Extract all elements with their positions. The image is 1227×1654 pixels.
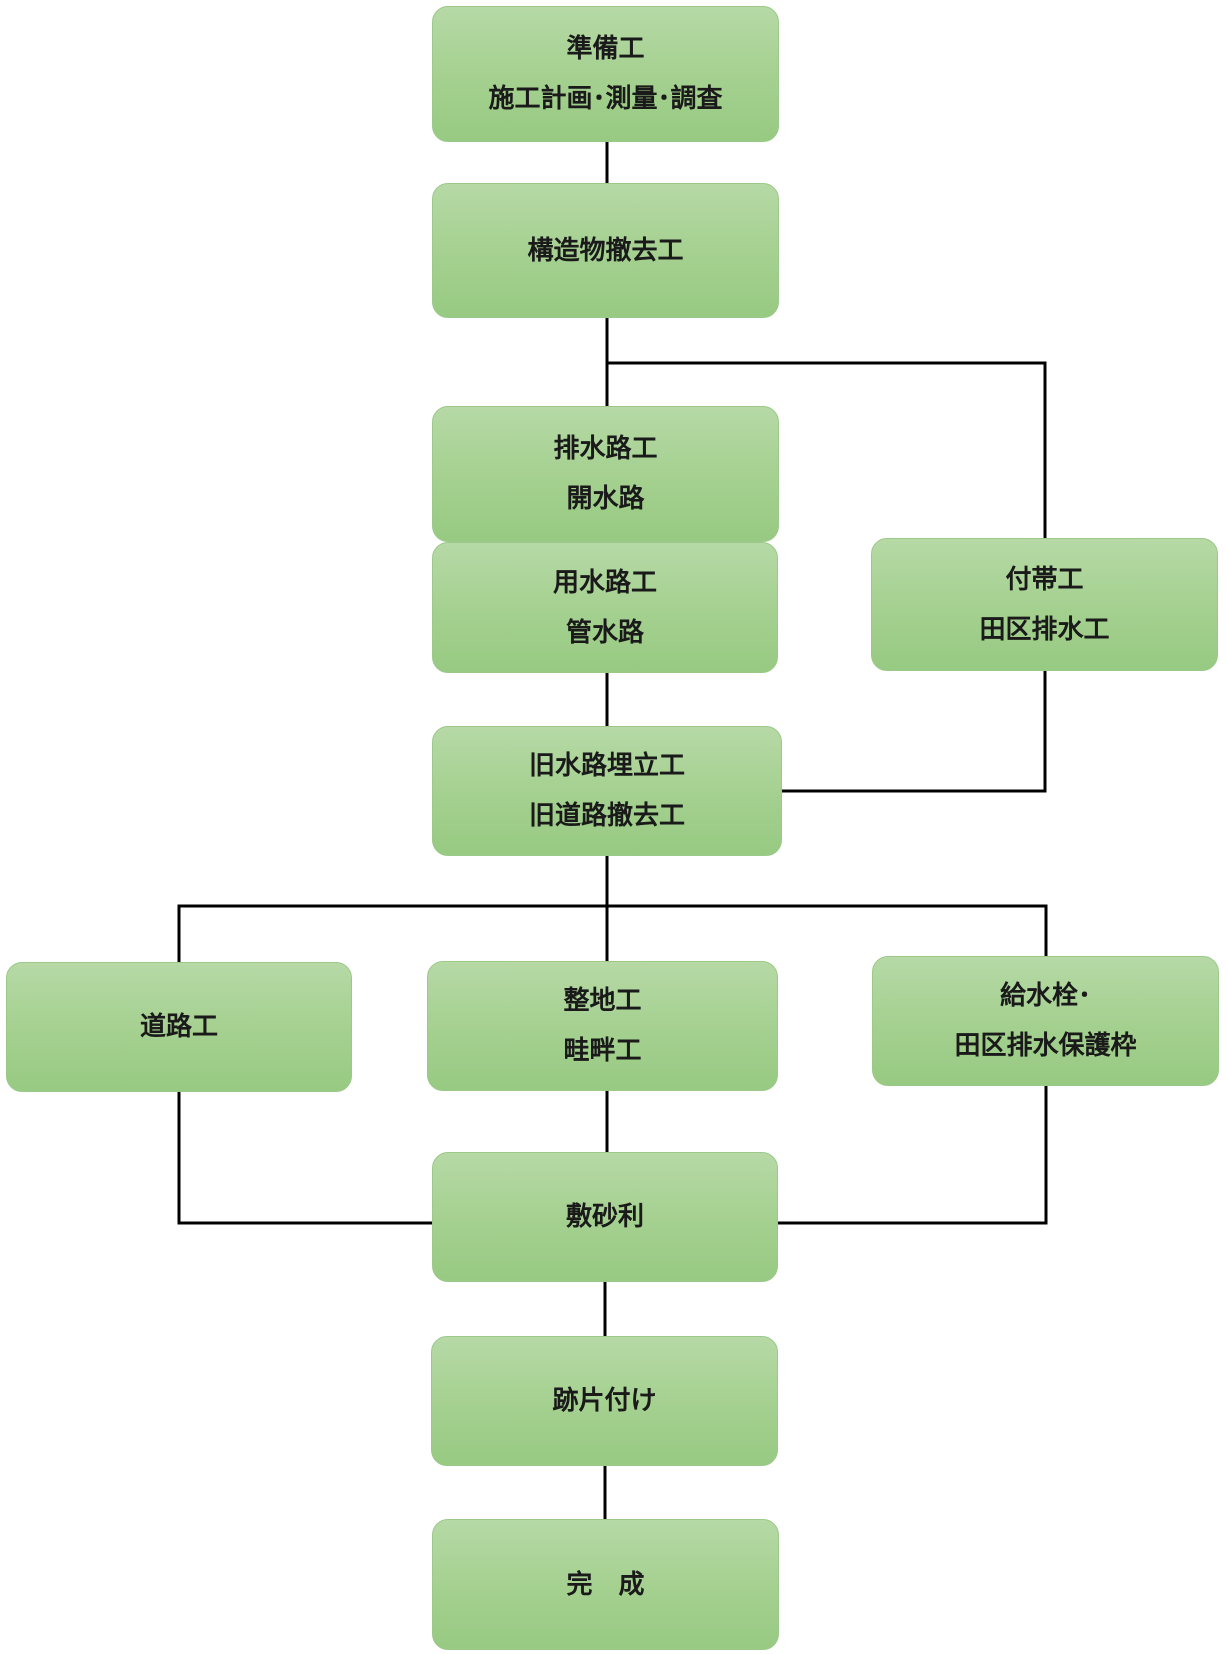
node-drainage-channel-title: 排水路工 <box>553 434 658 464</box>
node-old-channel-fill: 旧水路埋立工 旧道路撤去工 <box>432 726 782 856</box>
node-ancillary-work: 付帯工 田区排水工 <box>871 538 1218 671</box>
node-irrigation-channel-title: 用水路工 <box>552 567 657 598</box>
node-road-work: 道路工 <box>6 962 352 1092</box>
node-ancillary-work-title: 付帯工 <box>1005 564 1084 595</box>
node-irrigation-channel: 用水路工 管水路 <box>432 542 778 673</box>
node-structure-demolition-title: 構造物撤去工 <box>527 235 684 266</box>
node-land-leveling-title: 整地工 <box>563 986 642 1016</box>
node-old-channel-fill-detail: 旧道路撤去工 <box>528 801 685 831</box>
connector-branch-ancillary <box>607 361 1047 538</box>
node-hydrant-protection: 給水栓･ 田区排水保護枠 <box>872 956 1219 1086</box>
node-old-channel-fill-title: 旧水路埋立工 <box>528 751 685 781</box>
node-drainage-channel-detail: 開水路 <box>566 484 645 514</box>
node-completion-title: 完 成 <box>566 1569 645 1600</box>
node-structure-demolition: 構造物撤去工 <box>432 183 779 318</box>
node-ancillary-work-detail: 田区排水工 <box>979 614 1110 645</box>
node-land-leveling: 整地工 畦畔工 <box>427 961 778 1091</box>
node-gravel-spreading: 敷砂利 <box>432 1152 778 1282</box>
node-preparation-title: 準備工 <box>566 34 645 64</box>
connector-split-hydrant <box>607 904 1048 956</box>
node-gravel-spreading-title: 敷砂利 <box>565 1202 644 1232</box>
connector-ancillary-old-channel <box>782 671 1047 793</box>
node-preparation: 準備工 施工計画･測量･調査 <box>432 6 779 142</box>
connector-split-road <box>177 904 607 962</box>
connector-road-gravel <box>177 1091 432 1225</box>
node-site-cleanup: 跡片付け <box>431 1336 778 1466</box>
node-completion: 完 成 <box>432 1519 779 1650</box>
node-land-leveling-detail: 畦畔工 <box>563 1036 642 1066</box>
node-hydrant-protection-title: 給水栓･ <box>999 981 1091 1011</box>
node-drainage-channel: 排水路工 開水路 <box>432 406 779 542</box>
node-preparation-detail: 施工計画･測量･調査 <box>488 84 723 114</box>
node-irrigation-channel-detail: 管水路 <box>565 617 644 648</box>
node-site-cleanup-title: 跡片付け <box>552 1386 657 1416</box>
connector-hydrant-gravel <box>777 1086 1048 1225</box>
node-hydrant-protection-detail: 田区排水保護枠 <box>954 1031 1137 1061</box>
node-road-work-title: 道路工 <box>139 1012 218 1042</box>
